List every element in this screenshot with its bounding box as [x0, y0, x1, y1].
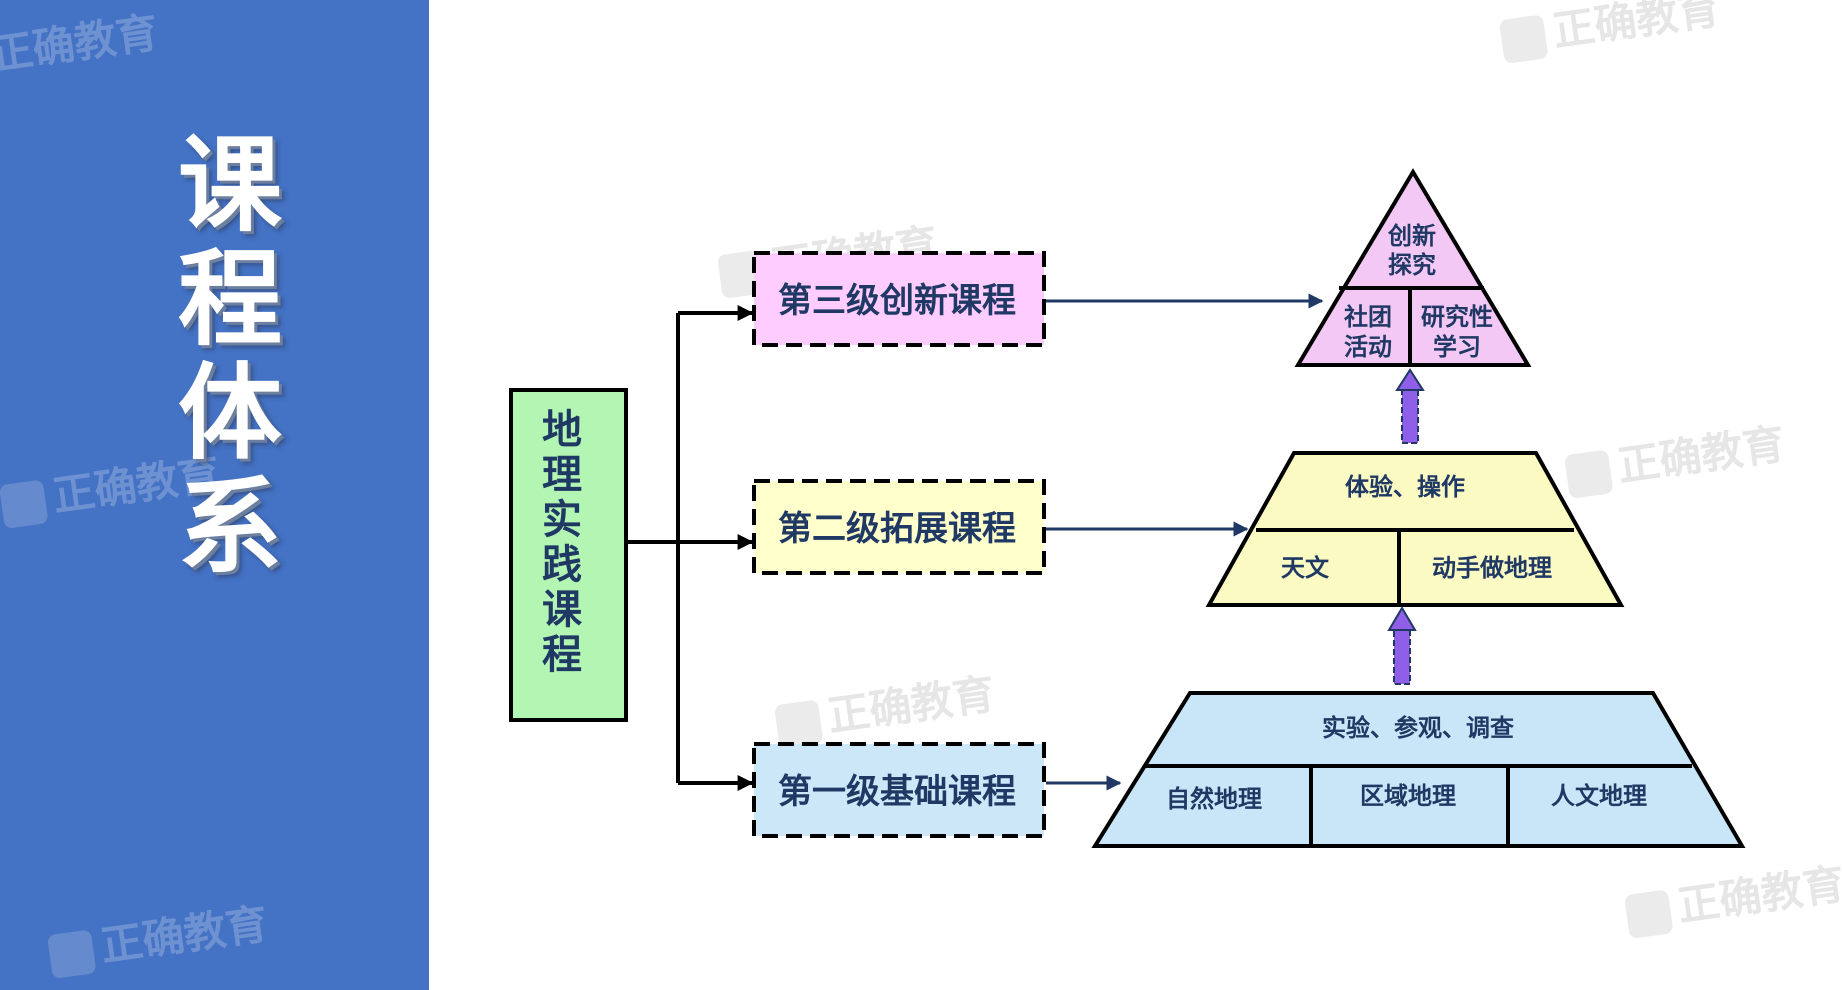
sidebar-panel: 正确教育 正确教育 正确教育 课程体系	[0, 0, 429, 990]
bottom-top-label: 实验、参观、调查	[1322, 714, 1514, 742]
level2-label: 第二级拓展课程	[778, 509, 1016, 549]
bottom-cell-1: 自然地理	[1166, 785, 1262, 813]
top-right-line2: 学习	[1433, 333, 1481, 361]
bottom-pyramid	[1091, 691, 1746, 848]
top-pyramid	[1294, 168, 1532, 367]
middle-right-label: 动手做地理	[1432, 554, 1552, 582]
level3-box	[752, 251, 1046, 347]
level1-label: 第一级基础课程	[778, 772, 1016, 812]
top-apex-line1: 创新	[1387, 222, 1436, 250]
top-left-line1: 社团	[1344, 303, 1392, 331]
bottom-cell-3: 人文地理	[1551, 782, 1647, 810]
level1-box	[752, 742, 1046, 838]
top-apex-line2: 探究	[1388, 251, 1436, 279]
up-arrow-top	[1395, 368, 1425, 444]
top-left-line2: 活动	[1344, 333, 1392, 361]
level2-box	[752, 479, 1046, 575]
bottom-cell-2: 区域地理	[1360, 782, 1456, 810]
middle-top-label: 体验、操作	[1345, 473, 1465, 501]
level3-label: 第三级创新课程	[778, 281, 1016, 321]
middle-left-label: 天文	[1281, 554, 1330, 582]
up-arrow-bottom	[1387, 606, 1417, 685]
root-box	[509, 388, 628, 722]
root-label: 地理实践课程	[542, 407, 583, 678]
page-title: 课程体系	[177, 124, 282, 588]
top-right-line1: 研究性	[1421, 303, 1493, 331]
